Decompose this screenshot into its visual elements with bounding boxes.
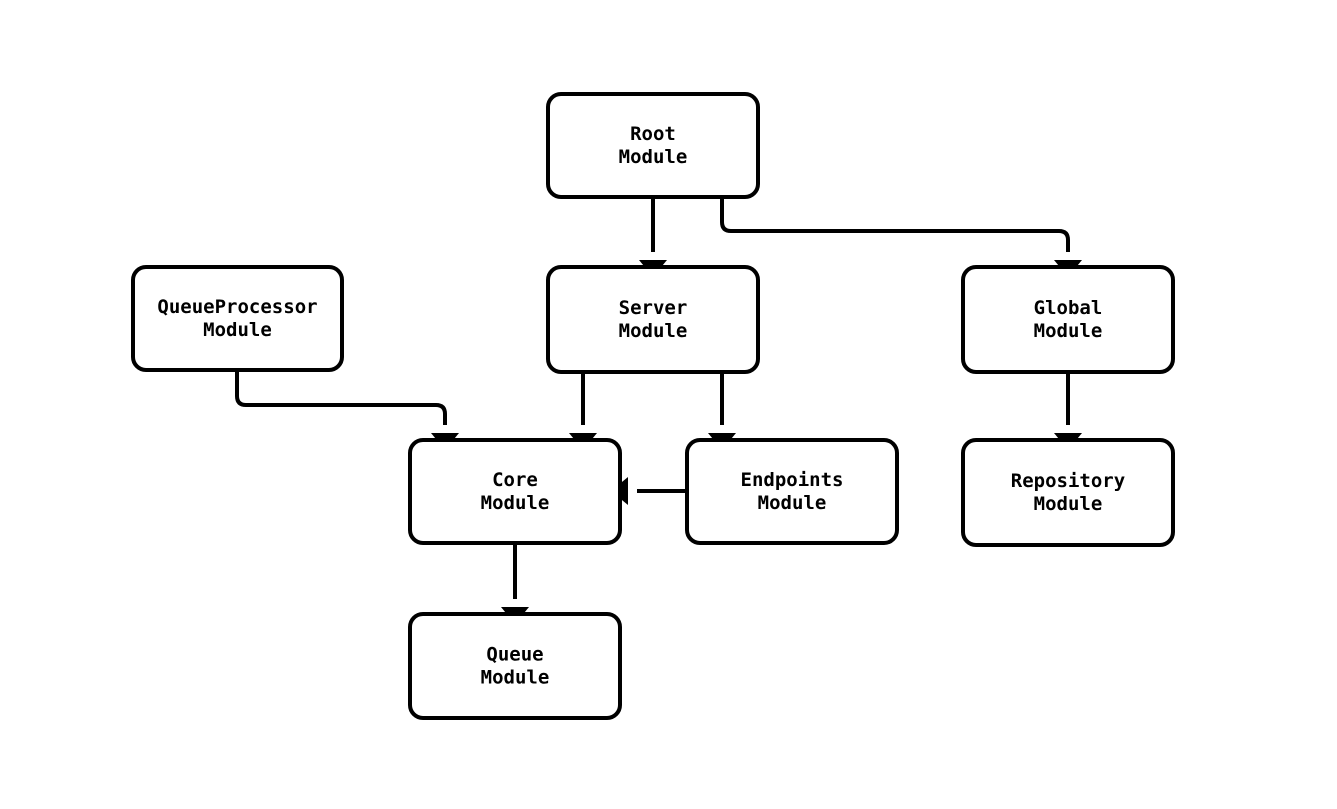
node-box-endpoints[interactable] xyxy=(685,438,899,545)
node-label-line1-queue: Queue xyxy=(486,644,543,666)
edge-core-queue xyxy=(501,543,529,624)
node-label-line2-server: Module xyxy=(619,320,688,342)
node-label-line1-core: Core xyxy=(492,469,538,491)
node-label-line1-endpoints: Endpoints xyxy=(741,469,844,491)
node-label-line1-global: Global xyxy=(1034,297,1103,319)
node-box-root[interactable] xyxy=(546,92,760,199)
node-label-line2-global: Module xyxy=(1034,320,1103,342)
edges-layer xyxy=(235,197,1082,624)
node-box-server[interactable] xyxy=(546,265,760,374)
node-label-line1-repository: Repository xyxy=(1011,470,1125,492)
node-box-queue[interactable] xyxy=(408,612,622,720)
node-label-line1-root: Root xyxy=(630,123,676,145)
edge-line xyxy=(720,197,1070,252)
edge-line xyxy=(235,370,447,425)
node-label-line2-root: Module xyxy=(619,146,688,168)
node-box-core[interactable] xyxy=(408,438,622,545)
node-label-line2-core: Module xyxy=(481,492,550,514)
node-label-line1-queueprocessor: QueueProcessor xyxy=(157,296,317,318)
node-box-global[interactable] xyxy=(961,265,1175,374)
edge-endpoints-core xyxy=(611,477,687,505)
node-label-line2-queueprocessor: Module xyxy=(203,319,272,341)
node-label-line2-queue: Module xyxy=(481,667,550,689)
node-box-repository[interactable] xyxy=(961,438,1175,547)
node-label-line2-endpoints: Module xyxy=(758,492,827,514)
node-label-line2-repository: Module xyxy=(1034,493,1103,515)
nodes-layer: RootModuleQueueProcessorModuleServerModu… xyxy=(131,92,1175,720)
node-box-queueprocessor[interactable] xyxy=(131,265,344,372)
node-label-line1-server: Server xyxy=(619,297,688,319)
